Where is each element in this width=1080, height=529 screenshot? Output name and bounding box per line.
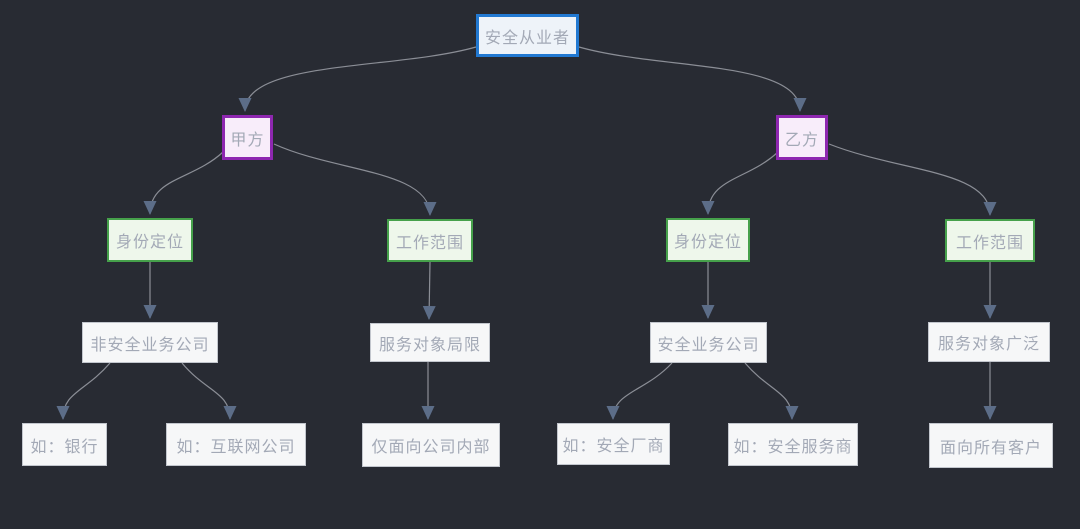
edge-detail-service — [744, 362, 799, 420]
node-limited-scope[interactable]: 服务对象局限 — [370, 323, 490, 362]
edge-detail-vendor — [606, 362, 673, 420]
edge-party-a-scope — [273, 143, 437, 216]
node-nonsecurity-company[interactable]: 非安全业务公司 — [82, 322, 218, 363]
node-example-service-provider[interactable]: 如：安全服务商 — [728, 423, 858, 466]
edge-detail-internet — [181, 362, 237, 420]
node-party-b[interactable]: 乙方 — [776, 115, 828, 160]
edge-detail-bank — [56, 362, 111, 420]
node-identity-a[interactable]: 身份定位 — [107, 218, 193, 262]
edge-party-a-identity — [143, 151, 224, 215]
node-all-customers[interactable]: 面向所有客户 — [929, 423, 1053, 468]
node-example-internet[interactable]: 如：互联网公司 — [166, 423, 306, 466]
node-internal-only[interactable]: 仅面向公司内部 — [362, 423, 500, 467]
edge-party-b-scope — [828, 143, 997, 216]
node-example-vendor[interactable]: 如：安全厂商 — [557, 423, 670, 465]
node-example-bank[interactable]: 如：银行 — [22, 423, 107, 466]
edge-root-party-b — [578, 46, 807, 112]
node-identity-b[interactable]: 身份定位 — [666, 218, 750, 262]
node-scope-b[interactable]: 工作范围 — [945, 219, 1035, 262]
node-security-company[interactable]: 安全业务公司 — [650, 322, 767, 363]
node-broad-scope[interactable]: 服务对象广泛 — [928, 322, 1050, 362]
edge-root-party-a — [238, 46, 477, 112]
node-scope-a[interactable]: 工作范围 — [387, 219, 473, 262]
node-party-a[interactable]: 甲方 — [222, 115, 273, 160]
node-root[interactable]: 安全从业者 — [476, 14, 579, 57]
edge-party-b-identity — [701, 151, 779, 215]
edge-scope-a-detail — [422, 261, 436, 320]
